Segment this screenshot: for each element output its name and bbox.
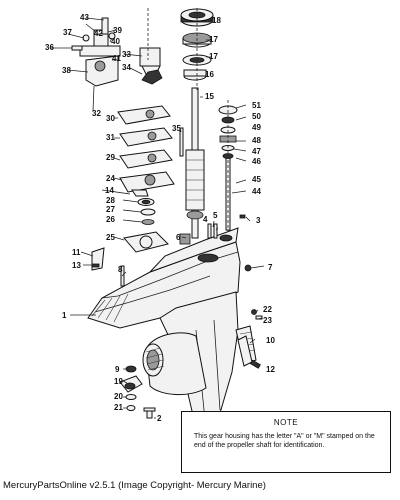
callout-4: 4 — [203, 215, 208, 224]
callout-41: 41 — [112, 54, 121, 63]
callout-23: 23 — [263, 316, 272, 325]
callout-13: 13 — [72, 261, 81, 270]
callout-17: 17 — [209, 52, 218, 61]
callout-11: 11 — [72, 248, 81, 257]
callout-27: 27 — [106, 205, 115, 214]
callout-35: 35 — [172, 124, 181, 133]
callout-16: 16 — [205, 70, 214, 79]
callout-20: 20 — [114, 392, 123, 401]
note-text: This gear housing has the letter "A" or … — [194, 433, 375, 449]
callout-33: 33 — [122, 50, 131, 59]
callout-21: 21 — [114, 403, 123, 412]
callout-50: 50 — [252, 112, 261, 121]
callout-51: 51 — [252, 101, 261, 110]
copyright-footer: MercuryPartsOnline v2.5.1 (Image Copyrig… — [3, 480, 266, 491]
driveshaft-assembly[interactable] — [180, 8, 214, 239]
callout-1: 1 — [62, 311, 67, 320]
shift-shaft-assembly[interactable] — [218, 100, 238, 232]
callout-45: 45 — [252, 175, 261, 184]
callout-42: 42 — [94, 29, 103, 38]
callout-2: 2 — [157, 414, 162, 423]
callout-17: 17 — [209, 35, 218, 44]
callout-10: 10 — [266, 336, 275, 345]
note-title: NOTE — [273, 418, 299, 427]
callout-37: 37 — [63, 28, 72, 37]
callout-14: 14 — [105, 186, 114, 195]
callout-40: 40 — [111, 37, 120, 46]
callout-15: 15 — [205, 92, 214, 101]
callout-28: 28 — [106, 196, 115, 205]
callout-46: 46 — [252, 157, 261, 166]
callout-3: 3 — [256, 216, 261, 225]
callout-9: 9 — [115, 365, 120, 374]
callout-12: 12 — [266, 365, 275, 374]
callout-25: 25 — [106, 233, 115, 242]
leader-lines — [51, 17, 265, 419]
callout-49: 49 — [252, 123, 261, 132]
callout-5: 5 — [213, 211, 218, 220]
callout-8: 8 — [118, 265, 123, 274]
callout-31: 31 — [106, 133, 115, 142]
callout-32: 32 — [92, 109, 101, 118]
callout-34: 34 — [122, 63, 131, 72]
callout-36: 36 — [45, 43, 54, 52]
callout-44: 44 — [252, 187, 261, 196]
callout-19: 19 — [114, 377, 123, 386]
callout-30: 30 — [106, 114, 115, 123]
callout-26: 26 — [106, 215, 115, 224]
callout-18: 18 — [212, 16, 221, 25]
callout-6: 6 — [176, 233, 181, 242]
water-pump-assembly[interactable] — [71, 8, 175, 253]
callout-47: 47 — [252, 147, 261, 156]
callout-7: 7 — [268, 263, 273, 272]
callout-22: 22 — [263, 305, 272, 314]
callout-24: 24 — [106, 174, 115, 183]
callout-43: 43 — [80, 13, 89, 22]
callout-39: 39 — [113, 26, 122, 35]
note-box: NOTE This gear housing has the letter "A… — [181, 411, 391, 473]
callout-48: 48 — [252, 136, 261, 145]
callout-29: 29 — [106, 153, 115, 162]
callout-38: 38 — [62, 66, 71, 75]
